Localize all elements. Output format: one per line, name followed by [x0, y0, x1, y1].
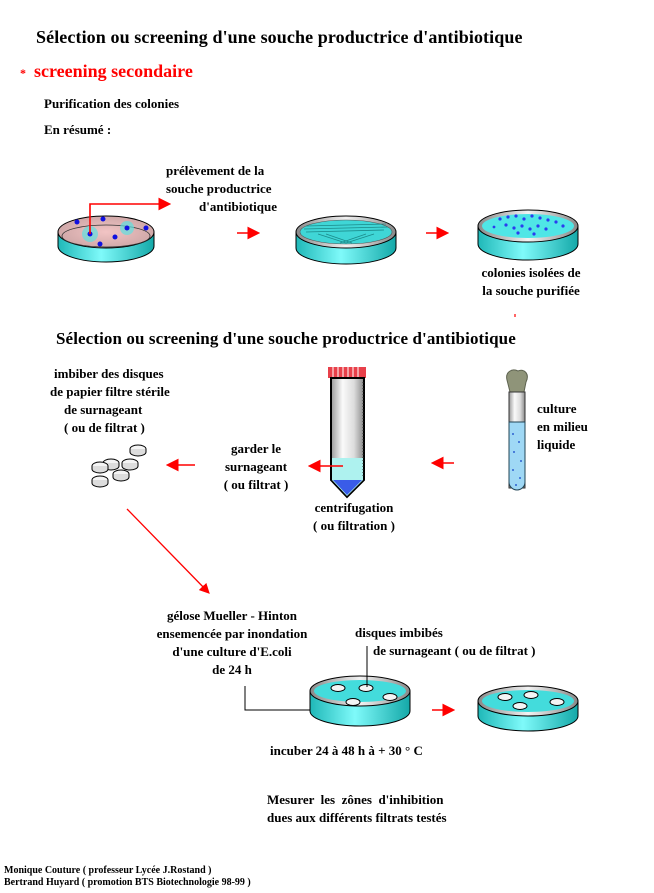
label-line: centrifugation: [314, 500, 394, 515]
label-line: prélèvement de la: [166, 163, 265, 178]
label-line: ( ou filtrat ): [223, 477, 289, 492]
label-line: de surnageant: [64, 402, 143, 417]
label-line: ensemencée par inondation: [156, 626, 308, 641]
label-line: de surnageant ( ou de filtrat ): [373, 643, 536, 658]
summary-label: En résumé :: [44, 122, 112, 137]
agar-label: gélose Mueller - Hinton ensemencée par i…: [142, 607, 322, 679]
filter-paper-discs: [91, 444, 147, 488]
petri-dish-streaked: [295, 215, 397, 265]
label-line: liquide: [537, 437, 576, 452]
bullet-icon: *: [20, 66, 26, 80]
label-line: colonies isolées de: [481, 265, 581, 280]
label-line: ( ou de filtrat ): [64, 420, 145, 435]
petri-dish-incubated: [477, 685, 579, 732]
centrifugation-label: centrifugation ( ou filtration ): [298, 499, 410, 535]
discs-label: disques imbibés de surnageant ( ou de fi…: [355, 624, 536, 660]
arrow-diagonal: [126, 508, 210, 594]
petri-dish-mueller-hinton: [309, 675, 411, 727]
label-line: d'une culture d'E.coli: [172, 644, 292, 659]
colonies: [74, 216, 149, 247]
label-line: de papier filtre stérile: [50, 384, 170, 399]
footer-line: Bertrand Huyard ( promotion BTS Biotechn…: [4, 877, 251, 888]
soak-label: imbiber des disques de papier filtre sté…: [50, 365, 170, 437]
label-line: imbiber des disques: [54, 366, 164, 381]
label-line: la souche purifiée: [482, 283, 580, 298]
label-line: souche productrice: [166, 181, 272, 196]
keep-supernatant-label: garder le surnageant ( ou filtrat ): [206, 440, 306, 494]
measure-label: Mesurer les zônes d'inhibition dues aux …: [267, 791, 447, 827]
culture-label: culture en milieu liquide: [537, 400, 588, 454]
footer-line: Monique Couture ( professeur Lycée J.Ros…: [4, 865, 212, 876]
label-line: d'antibiotique: [199, 199, 278, 214]
label-line: surnageant: [224, 459, 288, 474]
label-line: de 24 h: [212, 662, 252, 677]
label-line: en milieu: [537, 419, 588, 434]
label-line: dues aux différents filtrats testés: [267, 810, 447, 825]
label-line: culture: [537, 401, 577, 416]
centrifuge-tube: [328, 367, 366, 499]
label-line: garder le: [231, 441, 281, 456]
step-label-isolated: colonies isolées de la souche purifiée: [466, 264, 596, 300]
petri-dish-isolated: [477, 209, 579, 261]
section-title: Sélection ou screening d'une souche prod…: [56, 329, 516, 348]
pick-arrow: [89, 197, 172, 234]
label-line: gélose Mueller - Hinton: [166, 608, 298, 623]
step-label-pick: prélèvement de la souche productrice d'a…: [166, 162, 277, 216]
label-line: ( ou filtration ): [313, 518, 395, 533]
section-heading: Purification des colonies: [44, 96, 180, 111]
footer-credits: Monique Couture ( professeur Lycée J.Ros…: [4, 865, 251, 889]
page-title: Sélection ou screening d'une souche prod…: [36, 27, 523, 47]
label-line: Mesurer les zônes d'inhibition: [267, 792, 444, 807]
incubate-label: incuber 24 à 48 h à + 30 ° C: [270, 743, 423, 758]
pointer-line-agar: [244, 686, 310, 711]
culture-tube: [506, 369, 528, 491]
label-line: disques imbibés: [355, 625, 443, 640]
subtitle: screening secondaire: [34, 61, 193, 81]
petri-dish-source: [57, 215, 155, 263]
